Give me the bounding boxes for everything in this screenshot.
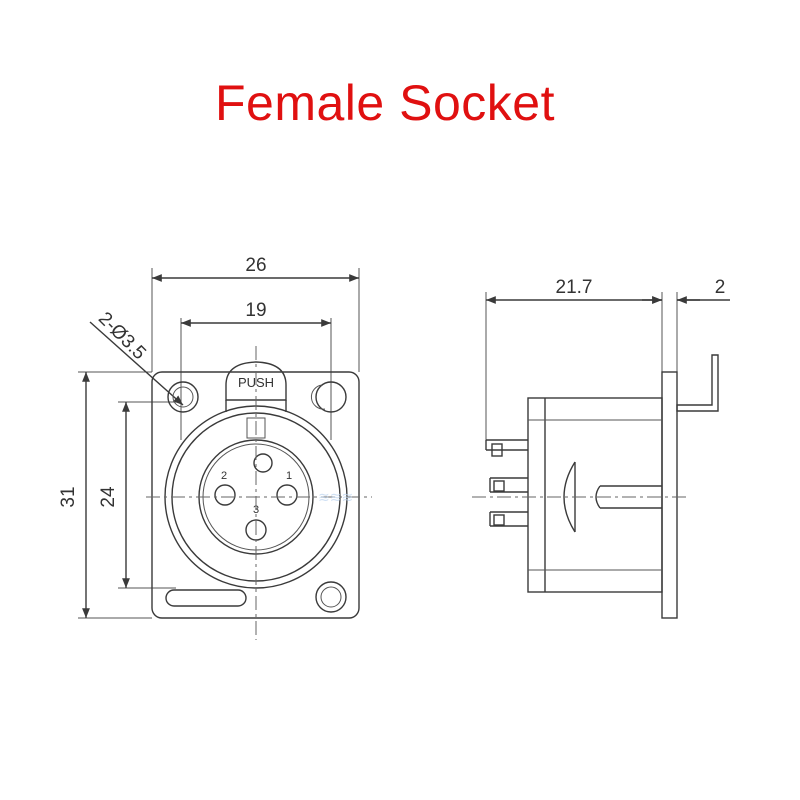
- hole-leader: [89, 321, 184, 406]
- dim-height-inner: 24: [98, 486, 119, 508]
- dim-hole: 2-Ø3.5: [94, 308, 150, 364]
- dim-width-inner: 19: [245, 300, 266, 321]
- side-body: [527, 397, 663, 593]
- dim-height-outer: 31: [58, 486, 79, 507]
- dim-flange: 2: [715, 277, 726, 298]
- watermark: ≋≋≋: [318, 489, 353, 505]
- side-view: 21.7 2: [472, 277, 730, 619]
- pin-label-2: 2: [221, 470, 227, 482]
- side-flange: [661, 371, 678, 619]
- dim-width-outer: 26: [245, 255, 266, 276]
- pin-label-1: 1: [286, 470, 292, 482]
- front-view: 26 19 31 24 2-Ø3.5 PUSH: [58, 255, 372, 640]
- dim-depth: 21.7: [556, 277, 593, 298]
- page-title: Female Socket: [215, 75, 555, 131]
- push-latch: [225, 361, 287, 401]
